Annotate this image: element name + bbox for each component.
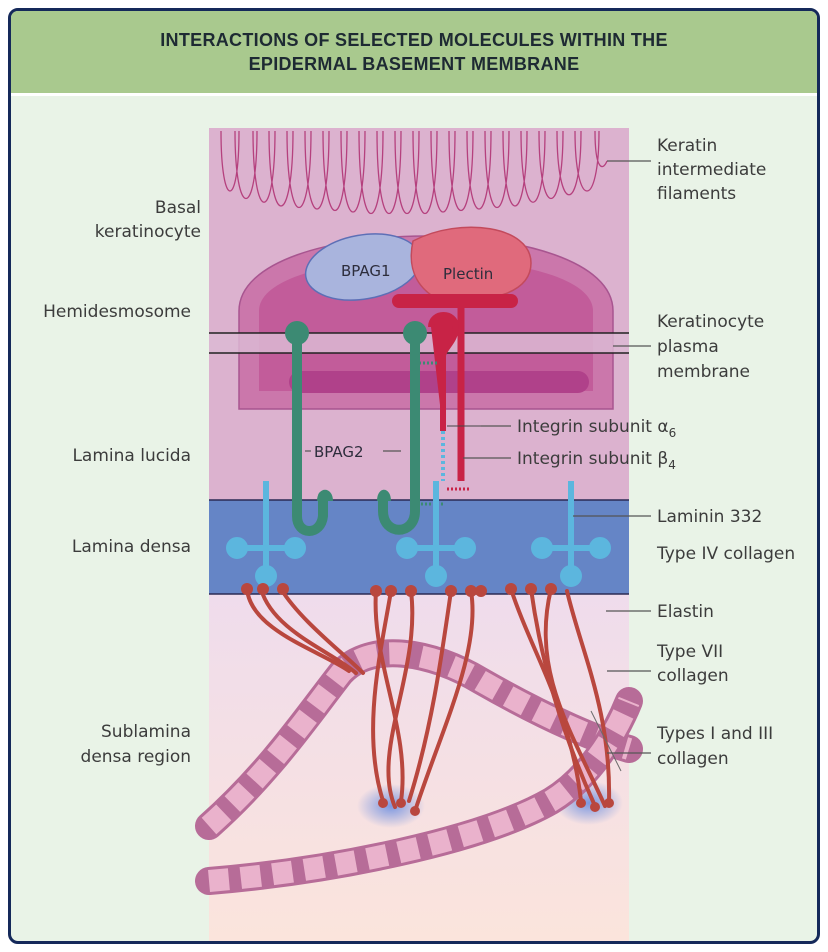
label-plasma-2: plasma [657, 337, 719, 357]
label-laminin-332: Laminin 332 [657, 507, 762, 527]
right-labels: Keratin intermediate filaments Keratinoc… [517, 136, 795, 769]
laminin-332-right [531, 481, 611, 587]
label-plasma-1: Keratinocyte [657, 312, 764, 332]
anchoring-plaque-left [357, 784, 425, 828]
label-densa-region: densa region [81, 747, 191, 767]
label-lamina-densa: Lamina densa [72, 537, 191, 557]
type-7-collagen-ends [241, 583, 614, 816]
left-labels: Basal keratinocyte Hemidesmosome Lamina … [43, 198, 201, 767]
label-plasma-3: membrane [657, 362, 750, 382]
basement-membrane-diagram: BPAG1 Plectin [43, 128, 795, 941]
title-line-1: INTERACTIONS OF SELECTED MOLECULES WITHI… [160, 30, 668, 50]
label-integrin-a6: Integrin subunit α6 [517, 417, 676, 440]
label-keratin-1: Keratin [657, 136, 717, 156]
bpag2-right [378, 331, 420, 535]
label-elastin: Elastin [657, 602, 714, 622]
type-7-collagen-fibrils [245, 587, 612, 813]
bpag1-label: BPAG1 [341, 262, 391, 280]
label-types-1-3-1: Types I and III [656, 724, 773, 744]
label-types-1-3-2: collagen [657, 749, 729, 769]
title-line-2: EPIDERMAL BASEMENT MEMBRANE [248, 54, 580, 74]
keratin-filaments [220, 130, 608, 215]
label-lamina-lucida: Lamina lucida [72, 446, 191, 466]
laminin-332-center [396, 481, 476, 587]
label-type-4-collagen: Type IV collagen [656, 544, 795, 564]
label-integrin-b4: Integrin subunit β4 [517, 449, 676, 472]
figure-title: INTERACTIONS OF SELECTED MOLECULES WITHI… [11, 11, 817, 96]
figure-frame: INTERACTIONS OF SELECTED MOLECULES WITHI… [8, 8, 820, 944]
label-type-7-1: Type VII [656, 642, 723, 662]
label-type-7-2: collagen [657, 666, 729, 686]
label-keratinocyte: keratinocyte [95, 222, 201, 242]
label-hemidesmosome: Hemidesmosome [43, 302, 191, 322]
leader-lines [305, 160, 651, 754]
plectin-shape [410, 226, 532, 302]
label-keratin-3: filaments [657, 184, 736, 204]
label-keratin-2: intermediate [657, 160, 766, 180]
elastin-strand [590, 710, 622, 772]
label-basal: Basal [155, 198, 201, 218]
bpag2-label: BPAG2 [314, 443, 364, 461]
bpag2-left [292, 331, 328, 536]
integrin-alpha6 [428, 312, 460, 431]
label-sublamina: Sublamina [101, 722, 191, 742]
plectin-label: Plectin [443, 265, 493, 283]
